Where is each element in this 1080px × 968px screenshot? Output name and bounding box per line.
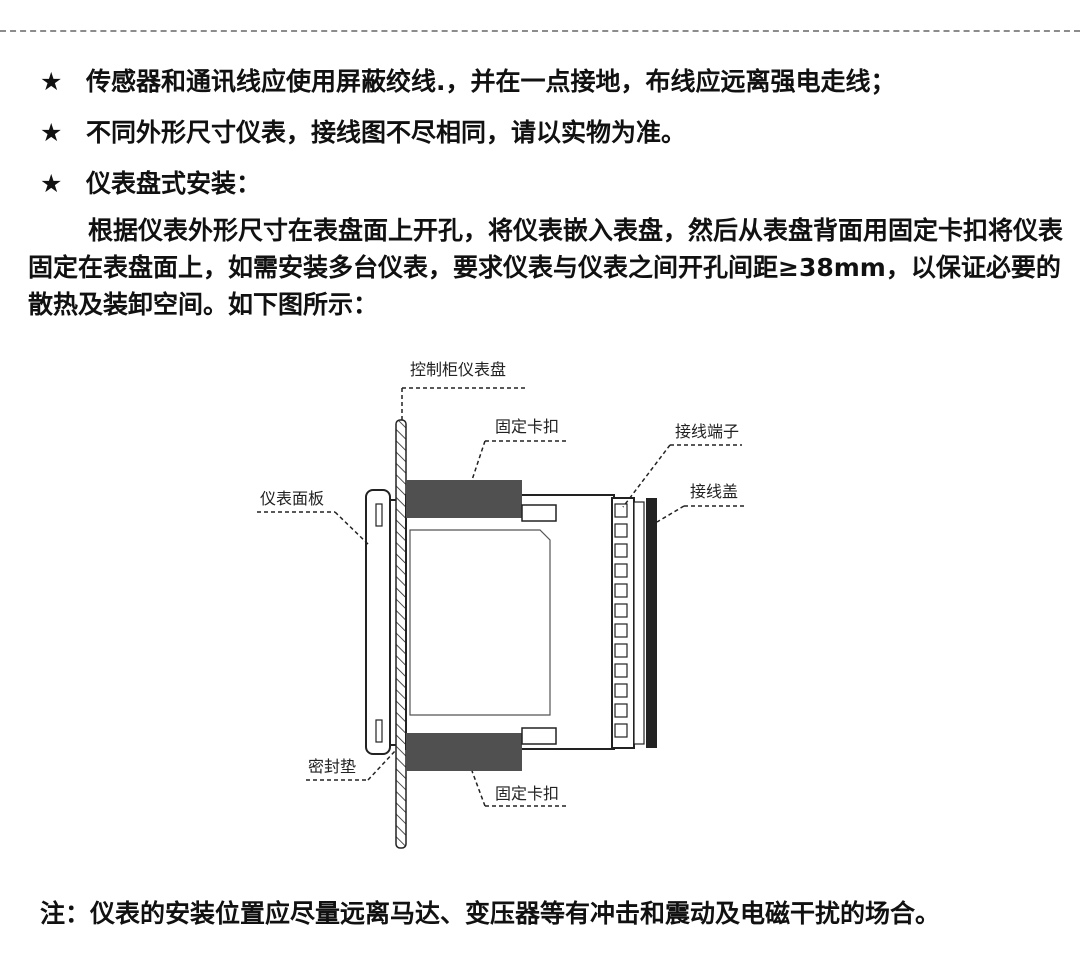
label-face-panel: 仪表面板: [260, 489, 324, 508]
clip-bottom: [406, 733, 522, 771]
label-cabinet-panel: 控制柜仪表盘: [410, 360, 506, 379]
bullet-wiring: ★ 传感器和通讯线应使用屏蔽绞线.，并在一点接地，布线应远离强电走线；: [40, 66, 896, 98]
bullet-text: 不同外形尺寸仪表，接线图不尽相同，请以实物为准。: [86, 118, 687, 147]
face-panel-slot-top: [375, 503, 383, 527]
installation-diagram: 控制柜仪表盘 固定卡扣 接线端子 接线盖 仪表面板 密封垫 固定卡扣: [257, 360, 744, 849]
terminal-cover: [646, 498, 657, 748]
install-note: 注：仪表的安装位置应尽量远离马达、变压器等有冲击和震动及电磁干扰的场合。: [40, 899, 941, 928]
bullet-panel-install: ★ 仪表盘式安装：: [40, 168, 261, 200]
label-terminal: 接线端子: [675, 422, 739, 441]
label-clip-bottom: 固定卡扣: [495, 784, 559, 803]
clip-bottom-tab: [521, 727, 557, 745]
clip-top: [406, 480, 522, 518]
star-icon: ★: [40, 118, 63, 147]
bullet-diagram-note: ★ 不同外形尺寸仪表，接线图不尽相同，请以实物为准。: [40, 117, 686, 149]
install-paragraph: 根据仪表外形尺寸在表盘面上开孔，将仪表嵌入表盘，然后从表盘背面用固定卡扣将仪表固…: [28, 216, 1064, 319]
top-dashed-divider: [0, 30, 1080, 32]
face-panel-shape: [365, 489, 391, 755]
star-icon: ★: [40, 67, 63, 96]
cabinet-panel-plate: [395, 419, 407, 849]
inner-board: [409, 529, 551, 716]
terminal-screws: [633, 501, 645, 745]
bullet-text: 仪表盘式安装：: [86, 169, 262, 198]
bullet-text: 传感器和通讯线应使用屏蔽绞线.，并在一点接地，布线应远离强电走线；: [86, 67, 896, 96]
leader-lines: [257, 387, 744, 807]
label-gasket: 密封垫: [308, 757, 356, 776]
clip-top-tab: [521, 504, 557, 522]
face-panel-slot-bottom: [375, 719, 383, 743]
star-icon: ★: [40, 169, 63, 198]
label-clip-top: 固定卡扣: [495, 417, 559, 436]
label-cover: 接线盖: [690, 482, 738, 501]
terminal-cells: [614, 503, 628, 738]
